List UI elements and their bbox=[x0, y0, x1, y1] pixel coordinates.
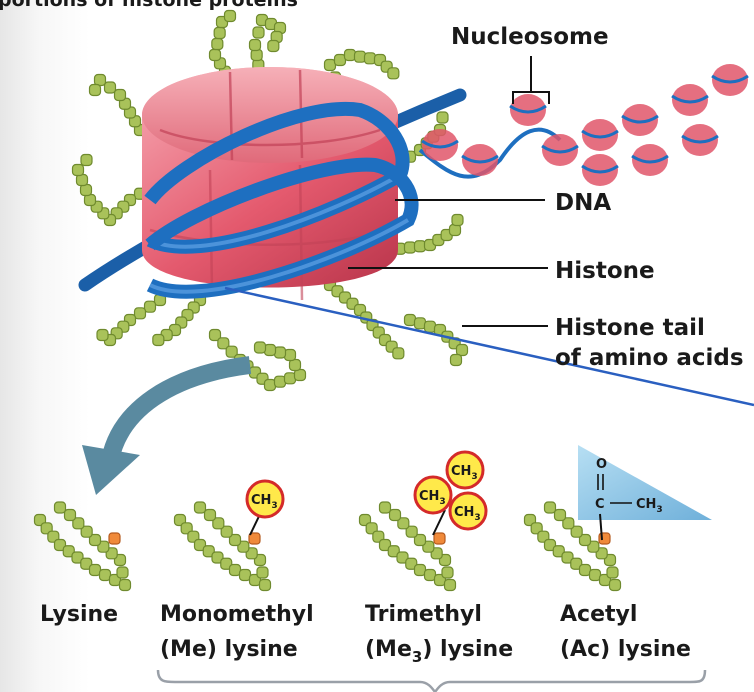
grouping-bracket bbox=[156, 669, 707, 692]
label-nucleosome: Nucleosome bbox=[451, 24, 609, 50]
label-histone: Histone bbox=[555, 258, 655, 284]
label-trimethyl-line2: (Me3) lysine bbox=[365, 637, 513, 666]
figure-title: portions of histone proteins bbox=[0, 0, 298, 11]
svg-text:CH3: CH3 bbox=[251, 493, 278, 511]
linker-dna bbox=[418, 127, 562, 179]
pointer-line bbox=[224, 286, 754, 407]
svg-text:CH3: CH3 bbox=[419, 489, 446, 507]
label-trimethyl-line1: Trimethyl bbox=[365, 602, 482, 627]
label-histone-tail-line2: of amino acids bbox=[555, 345, 744, 371]
label-dna: DNA bbox=[555, 190, 611, 216]
svg-text:CH3: CH3 bbox=[454, 505, 481, 523]
svg-text:CH3: CH3 bbox=[636, 497, 663, 515]
svg-text:O: O bbox=[596, 457, 607, 472]
label-acetyl-line1: Acetyl bbox=[560, 602, 637, 627]
arrow-head bbox=[82, 445, 140, 495]
methyl-group-mono: CH3 bbox=[245, 479, 285, 536]
acetyl-group: O C CH3 bbox=[578, 445, 712, 541]
curved-arrow bbox=[101, 356, 252, 463]
label-monomethyl-line1: Monomethyl bbox=[160, 602, 314, 627]
chromatin-fiber bbox=[421, 64, 749, 186]
svg-text:CH3: CH3 bbox=[451, 464, 478, 482]
label-histone-tail-line1: Histone tail bbox=[555, 315, 705, 341]
leader-lines bbox=[348, 56, 550, 327]
methyl-group-tri: CH3 CH3 CH3 bbox=[413, 450, 488, 536]
svg-text:C: C bbox=[595, 497, 605, 512]
modified-tails bbox=[33, 501, 622, 592]
label-monomethyl-line2: (Me) lysine bbox=[160, 637, 298, 662]
label-lysine: Lysine bbox=[40, 602, 118, 627]
label-acetyl-line2: (Ac) lysine bbox=[560, 637, 691, 662]
